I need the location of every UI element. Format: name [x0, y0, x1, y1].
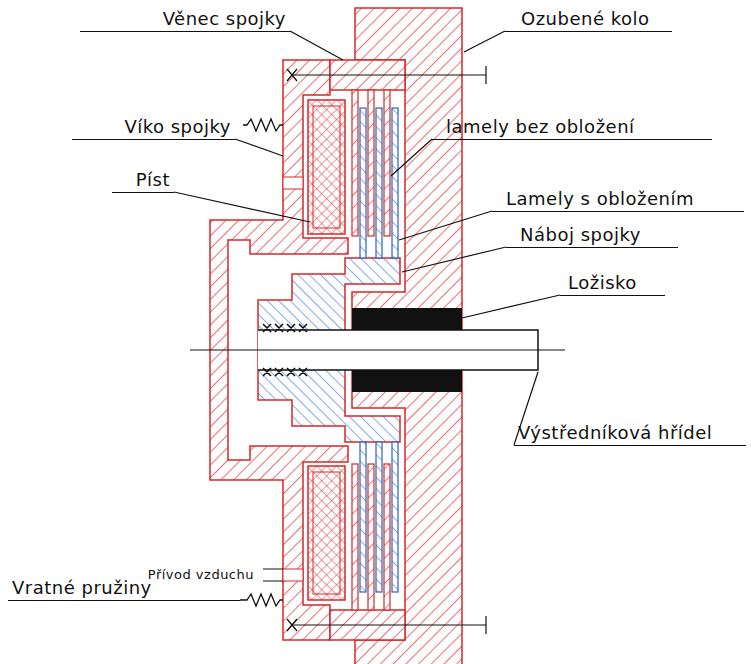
part-label: Výstředníková hřídel [514, 422, 746, 446]
part-label: Vratné pružiny [8, 577, 240, 601]
air-inlet-port [263, 569, 283, 581]
air-inlet [283, 569, 303, 581]
piston-inner [313, 472, 340, 594]
piston [308, 100, 345, 234]
part-label: Ozubené kolo [505, 8, 672, 32]
bolts [287, 66, 486, 634]
part-label: lamely bez obložení [432, 116, 712, 140]
return-spring [243, 119, 283, 131]
air-inlet [283, 177, 303, 189]
bearing [352, 370, 462, 392]
part-label: Píst [112, 169, 174, 193]
part-label: Lamely s obložením [492, 188, 744, 212]
spline-marks [263, 324, 307, 376]
part-label: Víko spojky [72, 116, 235, 140]
part-label: Věnec spojky [80, 8, 290, 32]
center-line [190, 350, 565, 351]
return-spring [240, 594, 283, 606]
piston [308, 466, 345, 600]
part-label: Ložisko [560, 272, 665, 296]
bearing [352, 308, 462, 330]
leader-lines [174, 31, 560, 445]
piston-inner [313, 106, 340, 228]
part-label: Náboj spojky [506, 224, 678, 248]
